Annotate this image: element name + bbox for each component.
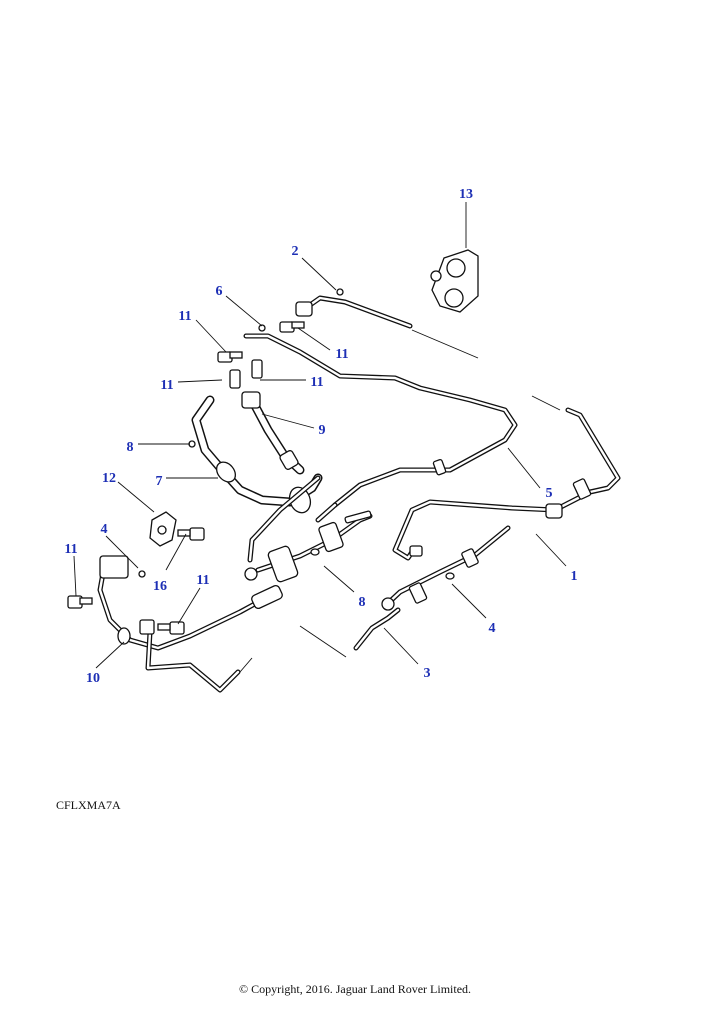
pipe-10-extension-line (239, 657, 253, 673)
o-ring-2 (336, 288, 344, 296)
pipe-1-extension-line (531, 395, 561, 411)
callout-labels: 13 2 6 11 11 11 11 9 8 7 5 12 1 4 4 11 1… (64, 187, 577, 686)
pipe-3-extension-line (299, 625, 347, 658)
callout-11-f: 11 (196, 573, 209, 588)
callout-2: 2 (292, 244, 299, 259)
valve-13 (430, 249, 479, 313)
pipe-3 (353, 607, 401, 651)
pipe-4-nut (381, 597, 395, 611)
pipe-10-block (99, 555, 129, 579)
pipe-1-end (409, 545, 423, 557)
valve-13-port-side (430, 270, 442, 282)
bracket-12-hole (157, 525, 167, 535)
pipe-1-fitting (572, 478, 592, 500)
bolt-11-a (217, 351, 243, 363)
callout-8-b: 8 (359, 595, 366, 610)
hose-9-ferrule (279, 450, 299, 470)
pipe-10-assembly (97, 555, 283, 693)
hose-9 (241, 391, 305, 475)
pipe-2-fitting (295, 301, 313, 317)
hose-7 (191, 395, 323, 563)
callout-16: 16 (153, 579, 167, 594)
valve-13-port-bottom (444, 288, 464, 308)
o-ring-4 (138, 570, 146, 578)
diagram-reference-code: CFLXMA7A (56, 798, 121, 812)
pipe-5 (243, 333, 518, 508)
pipe-8-bolt (344, 510, 372, 524)
callout-9: 9 (319, 423, 326, 438)
bolt-11-b (279, 321, 305, 333)
callout-10: 10 (86, 671, 100, 686)
callout-4-a: 4 (101, 522, 108, 537)
pipe-1 (392, 407, 621, 561)
bolt-11-c (229, 369, 241, 389)
pipe-10-clip (139, 619, 155, 635)
callout-5: 5 (546, 486, 553, 501)
bolt-11-d (251, 359, 263, 379)
callout-11-a: 11 (178, 309, 191, 324)
bolt-11-e (67, 595, 93, 609)
callout-12: 12 (102, 471, 116, 486)
callout-6: 6 (216, 284, 223, 299)
callout-11-e: 11 (64, 542, 77, 557)
bolt-16 (177, 527, 205, 541)
pipe-2 (295, 295, 413, 329)
pipe-4-clip-2 (408, 582, 428, 604)
callout-11-c: 11 (160, 378, 173, 393)
o-ring-6 (258, 324, 266, 332)
hose-9-block (241, 391, 261, 409)
pipe-8-nut (244, 567, 258, 581)
pipe-1-collar (545, 503, 563, 519)
callout-11-d: 11 (310, 375, 323, 390)
callout-3: 3 (424, 666, 431, 681)
pipe-8-clamp-block (267, 545, 299, 583)
copyright-notice: © Copyright, 2016. Jaguar Land Rover Lim… (238, 982, 472, 996)
pipe-4-clip (461, 548, 479, 568)
bolt-11-f (157, 621, 185, 635)
bracket-12 (149, 511, 177, 547)
hose-7-ferrule (215, 461, 237, 483)
callout-4-b: 4 (489, 621, 496, 636)
callout-8-a: 8 (127, 440, 134, 455)
callout-7: 7 (156, 474, 163, 489)
pipe-4-o-ring (445, 572, 455, 580)
pipe-4 (381, 525, 511, 611)
pipe-2-extension-line (411, 329, 479, 359)
leader-lines (73, 202, 567, 669)
callout-1: 1 (571, 569, 578, 584)
pipe-8-assembly (244, 502, 373, 583)
pipe-5-fitting (432, 458, 447, 476)
callout-13: 13 (459, 187, 473, 202)
pipe-10-hose-end (251, 584, 283, 610)
callout-11-b: 11 (335, 347, 348, 362)
valve-13-port-top (446, 258, 466, 278)
pipe-8-block (318, 521, 344, 553)
pipe-10-ring (117, 627, 131, 645)
pipe-8-o-ring (310, 548, 320, 556)
